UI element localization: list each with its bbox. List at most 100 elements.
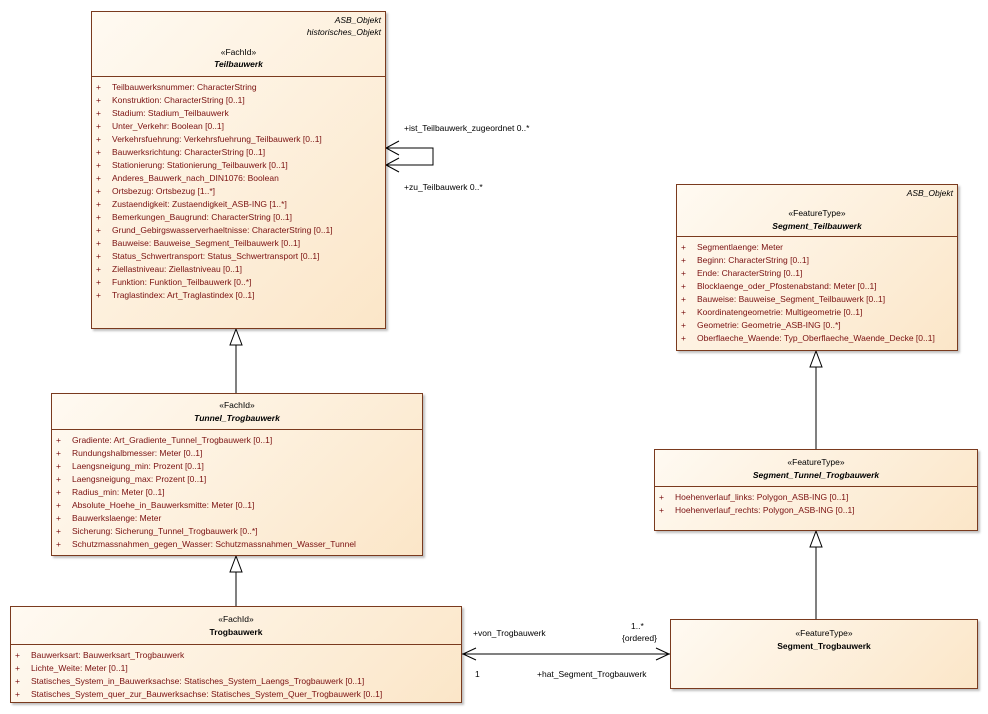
public-visibility-marker: + bbox=[56, 539, 61, 549]
attribute-item: +Bemerkungen_Baugrund: CharacterString [… bbox=[92, 211, 385, 224]
public-visibility-marker: + bbox=[15, 663, 20, 673]
attribute-item: +Zustaendigkeit: Zustaendigkeit_ASB-ING … bbox=[92, 198, 385, 211]
class-name: Segment_Trogbauwerk bbox=[777, 641, 871, 651]
attribute-list: +Hoehenverlauf_links: Polygon_ASB-ING [0… bbox=[655, 487, 977, 517]
attribute-text: Schutzmassnahmen_gegen_Wasser: Schutzmas… bbox=[72, 539, 356, 549]
class-header: «FachId» Tunnel_Trogbauwerk bbox=[52, 394, 422, 430]
public-visibility-marker: + bbox=[56, 500, 61, 510]
attribute-list: +Bauwerksart: Bauwerksart_Trogbauwerk+Li… bbox=[11, 645, 461, 701]
attribute-item: +Verkehrsfuehrung: Verkehrsfuehrung_Teil… bbox=[92, 133, 385, 146]
attribute-item: +Konstruktion: CharacterString [0..1] bbox=[92, 94, 385, 107]
class-tunnel-trogbauwerk[interactable]: «FachId» Tunnel_Trogbauwerk + Gradiente: … bbox=[51, 393, 423, 556]
attribute-item: + Statisches_System_quer_zur_Bauwerksachs… bbox=[11, 688, 461, 701]
class-name: Segment_Teilbauwerk bbox=[772, 221, 862, 231]
public-visibility-marker: + bbox=[681, 281, 686, 291]
attribute-text: Status_Schwertransport: Status_Schwertra… bbox=[112, 251, 320, 261]
attribute-text: Stationierung: Stationierung_Teilbauwerk… bbox=[112, 160, 288, 170]
public-visibility-marker: + bbox=[96, 173, 101, 183]
stereotype-label: «FachId» bbox=[218, 614, 254, 624]
association-role-label: +hat_Segment_Trogbauwerk bbox=[537, 669, 647, 679]
attribute-text: Grund_Gebirgswasserverhaeltnisse: Charac… bbox=[112, 225, 333, 235]
attribute-list: +Teilbauwerksnummer: CharacterString+Kon… bbox=[92, 77, 385, 302]
public-visibility-marker: + bbox=[96, 121, 101, 131]
attribute-item: +Geometrie: Geometrie_ASB-ING [0..*] bbox=[677, 319, 957, 332]
attribute-item: + Segmentlaenge: Meter bbox=[677, 241, 957, 254]
attribute-item: +Lichte_Weite: Meter [0..1] bbox=[11, 662, 461, 675]
class-header: «FeatureType» Segment_Tunnel_Trogbauwerk bbox=[655, 450, 977, 487]
class-segment-trogbauwerk[interactable]: «FeatureType» Segment_Trogbauwerk bbox=[670, 619, 978, 689]
attribute-text: Gradiente: Art_Gradiente_Tunnel_Trogbauw… bbox=[72, 435, 273, 445]
attribute-item: + Bauwerkslaenge: Meter bbox=[52, 512, 422, 525]
attribute-item: +Anderes_Bauwerk_nach_DIN1076: Boolean bbox=[92, 172, 385, 185]
public-visibility-marker: + bbox=[56, 461, 61, 471]
association-arrow-left bbox=[461, 647, 477, 661]
public-visibility-marker: + bbox=[96, 251, 101, 261]
attribute-text: Bauwerkslaenge: Meter bbox=[72, 513, 162, 523]
class-header: ASB_Objekt «FeatureType» Segment_Teilbau… bbox=[677, 185, 957, 237]
public-visibility-marker: + bbox=[681, 242, 686, 252]
public-visibility-marker: + bbox=[681, 307, 686, 317]
stereotype-label: «FachId» bbox=[220, 47, 257, 57]
attribute-item: + Sicherung: Sicherung_Tunnel_Trogbauwerk… bbox=[52, 525, 422, 538]
attribute-text: Absolute_Hoehe_in_Bauwerksmitte: Meter [… bbox=[72, 500, 255, 510]
attribute-item: +Ziellastniveau: Ziellastniveau [0..1] bbox=[92, 263, 385, 276]
attribute-item: + Hoehenverlauf_rechts: Polygon_ASB-ING [… bbox=[655, 504, 977, 517]
parent-classes: ASB_Objekt historisches_Objekt bbox=[307, 14, 381, 38]
attribute-text: Oberflaeche_Waende: Typ_Oberflaeche_Waen… bbox=[697, 333, 935, 343]
public-visibility-marker: + bbox=[15, 676, 20, 686]
parent-classes: ASB_Objekt bbox=[907, 187, 953, 199]
stereotype-label: «FeatureType» bbox=[788, 208, 846, 218]
attribute-item: +Teilbauwerksnummer: CharacterString bbox=[92, 81, 385, 94]
attribute-text: Blocklaenge_oder_Pfostenabstand: Meter [… bbox=[697, 281, 877, 291]
attribute-text: Koordinatengeometrie: Multigeometrie [0.… bbox=[697, 307, 863, 317]
attribute-text: Bauweise: Bauweise_Segment_Teilbauwerk [… bbox=[112, 238, 301, 248]
multiplicity-label: 1..* bbox=[631, 621, 644, 631]
attribute-text: Segmentlaenge: Meter bbox=[697, 242, 783, 252]
attribute-item: +Stationierung: Stationierung_Teilbauwer… bbox=[92, 159, 385, 172]
class-trogbauwerk[interactable]: «FachId» Trogbauwerk +Bauwerksart: Bauwe… bbox=[10, 606, 462, 703]
attribute-item: + Status_Schwertransport: Status_Schwertr… bbox=[92, 250, 385, 263]
public-visibility-marker: + bbox=[659, 505, 664, 515]
attribute-text: Ortsbezug: Ortsbezug [1..*] bbox=[112, 186, 215, 196]
public-visibility-marker: + bbox=[96, 199, 101, 209]
attribute-item: +Ende: CharacterString [0..1] bbox=[677, 267, 957, 280]
attribute-text: Sicherung: Sicherung_Tunnel_Trogbauwerk … bbox=[72, 526, 258, 536]
class-name: Trogbauwerk bbox=[209, 627, 263, 637]
public-visibility-marker: + bbox=[56, 526, 61, 536]
attribute-text: Bauwerksrichtung: CharacterString [0..1] bbox=[112, 147, 266, 157]
generalization-arrowhead bbox=[229, 554, 243, 573]
attribute-text: Hoehenverlauf_rechts: Polygon_ASB-ING [0… bbox=[675, 505, 855, 515]
attribute-item: + Koordinatengeometrie: Multigeometrie [0… bbox=[677, 306, 957, 319]
association-role-label: +von_Trogbauwerk bbox=[473, 628, 546, 638]
self-association-arrow-top bbox=[384, 140, 400, 156]
public-visibility-marker: + bbox=[96, 264, 101, 274]
public-visibility-marker: + bbox=[15, 689, 20, 699]
class-segment-tunnel-trogbauwerk[interactable]: «FeatureType» Segment_Tunnel_Trogbauwerk… bbox=[654, 449, 978, 531]
attribute-item: +Bauwerksart: Bauwerksart_Trogbauwerk bbox=[11, 649, 461, 662]
attribute-item: +Radius_min: Meter [0..1] bbox=[52, 486, 422, 499]
public-visibility-marker: + bbox=[56, 513, 61, 523]
attribute-text: Laengsneigung_max: Prozent [0..1] bbox=[72, 474, 207, 484]
public-visibility-marker: + bbox=[96, 82, 101, 92]
attribute-item: +Laengsneigung_min: Prozent [0..1] bbox=[52, 460, 422, 473]
public-visibility-marker: + bbox=[96, 134, 101, 144]
attribute-text: Statisches_System_quer_zur_Bauwerksachse… bbox=[31, 689, 383, 699]
parent-class-label: historisches_Objekt bbox=[306, 27, 381, 37]
public-visibility-marker: + bbox=[681, 333, 686, 343]
public-visibility-marker: + bbox=[56, 474, 61, 484]
multiplicity-label: 1 bbox=[475, 669, 480, 679]
attribute-item: +Hoehenverlauf_links: Polygon_ASB-ING [0… bbox=[655, 491, 977, 504]
class-teilbauwerk[interactable]: ASB_Objekt historisches_Objekt «FachId» … bbox=[91, 11, 386, 329]
public-visibility-marker: + bbox=[56, 487, 61, 497]
attribute-text: Beginn: CharacterString [0..1] bbox=[697, 255, 809, 265]
generalization-arrowhead bbox=[809, 349, 823, 368]
public-visibility-marker: + bbox=[681, 294, 686, 304]
class-header: «FeatureType» Segment_Trogbauwerk bbox=[671, 620, 977, 688]
class-segment-teilbauwerk[interactable]: ASB_Objekt «FeatureType» Segment_Teilbau… bbox=[676, 184, 958, 351]
attribute-item: + Schutzmassnahmen_gegen_Wasser: Schutzma… bbox=[52, 538, 422, 551]
attribute-item: + Oberflaeche_Waende: Typ_Oberflaeche_Wae… bbox=[677, 332, 957, 345]
attribute-item: + Absolute_Hoehe_in_Bauwerksmitte: Meter … bbox=[52, 499, 422, 512]
attribute-item: + Laengsneigung_max: Prozent [0..1] bbox=[52, 473, 422, 486]
generalization-arrowhead bbox=[809, 529, 823, 548]
